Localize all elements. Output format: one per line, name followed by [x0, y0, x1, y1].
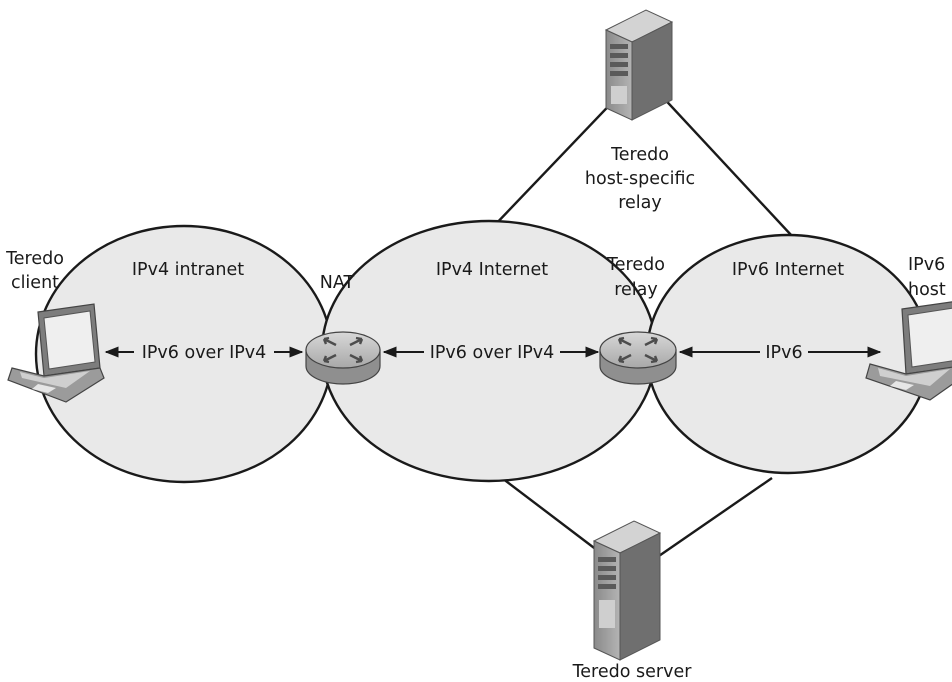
node-label: Teredo	[610, 145, 669, 165]
link-label: IPv6	[765, 343, 802, 363]
node-label: client	[11, 273, 59, 293]
line-server-top-right	[657, 91, 793, 237]
node-label: host-specific	[585, 169, 695, 189]
server-icon	[604, 9, 674, 121]
router-icon	[599, 331, 677, 385]
laptop-icon	[865, 301, 952, 401]
link-label: IPv6 over IPv4	[430, 343, 555, 363]
node-label: relay	[618, 193, 662, 213]
node-label: host	[908, 280, 946, 300]
line-server-bottom-right	[655, 477, 773, 559]
node-label: Teredo	[5, 249, 64, 269]
line-server-top-left	[491, 91, 623, 229]
laptop-icon	[7, 303, 105, 403]
node-label: relay	[614, 280, 658, 300]
node-label: Teredo server	[572, 662, 693, 682]
cloud-label: IPv4 intranet	[132, 260, 244, 280]
server-icon	[592, 520, 662, 661]
router-icon	[305, 331, 381, 385]
node-label: NAT	[320, 273, 355, 293]
line-server-bottom-left	[497, 474, 611, 561]
node-label: Teredo	[606, 255, 665, 275]
node-label: IPv6	[908, 255, 945, 275]
cloud-label: IPv4 Internet	[436, 260, 548, 280]
link-label: IPv6 over IPv4	[142, 343, 267, 363]
cloud-label: IPv6 Internet	[732, 260, 844, 280]
